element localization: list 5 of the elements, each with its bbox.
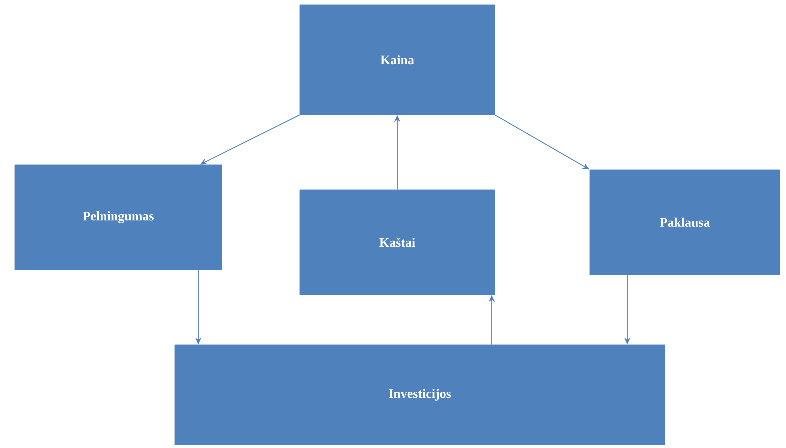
process-box: Investicijos (174, 344, 666, 446)
process-box: Paklausa (590, 170, 780, 276)
process-box: Kaina (300, 4, 496, 116)
process-box: Kaštai (300, 190, 496, 296)
process-box: Pelningumas (14, 164, 222, 270)
